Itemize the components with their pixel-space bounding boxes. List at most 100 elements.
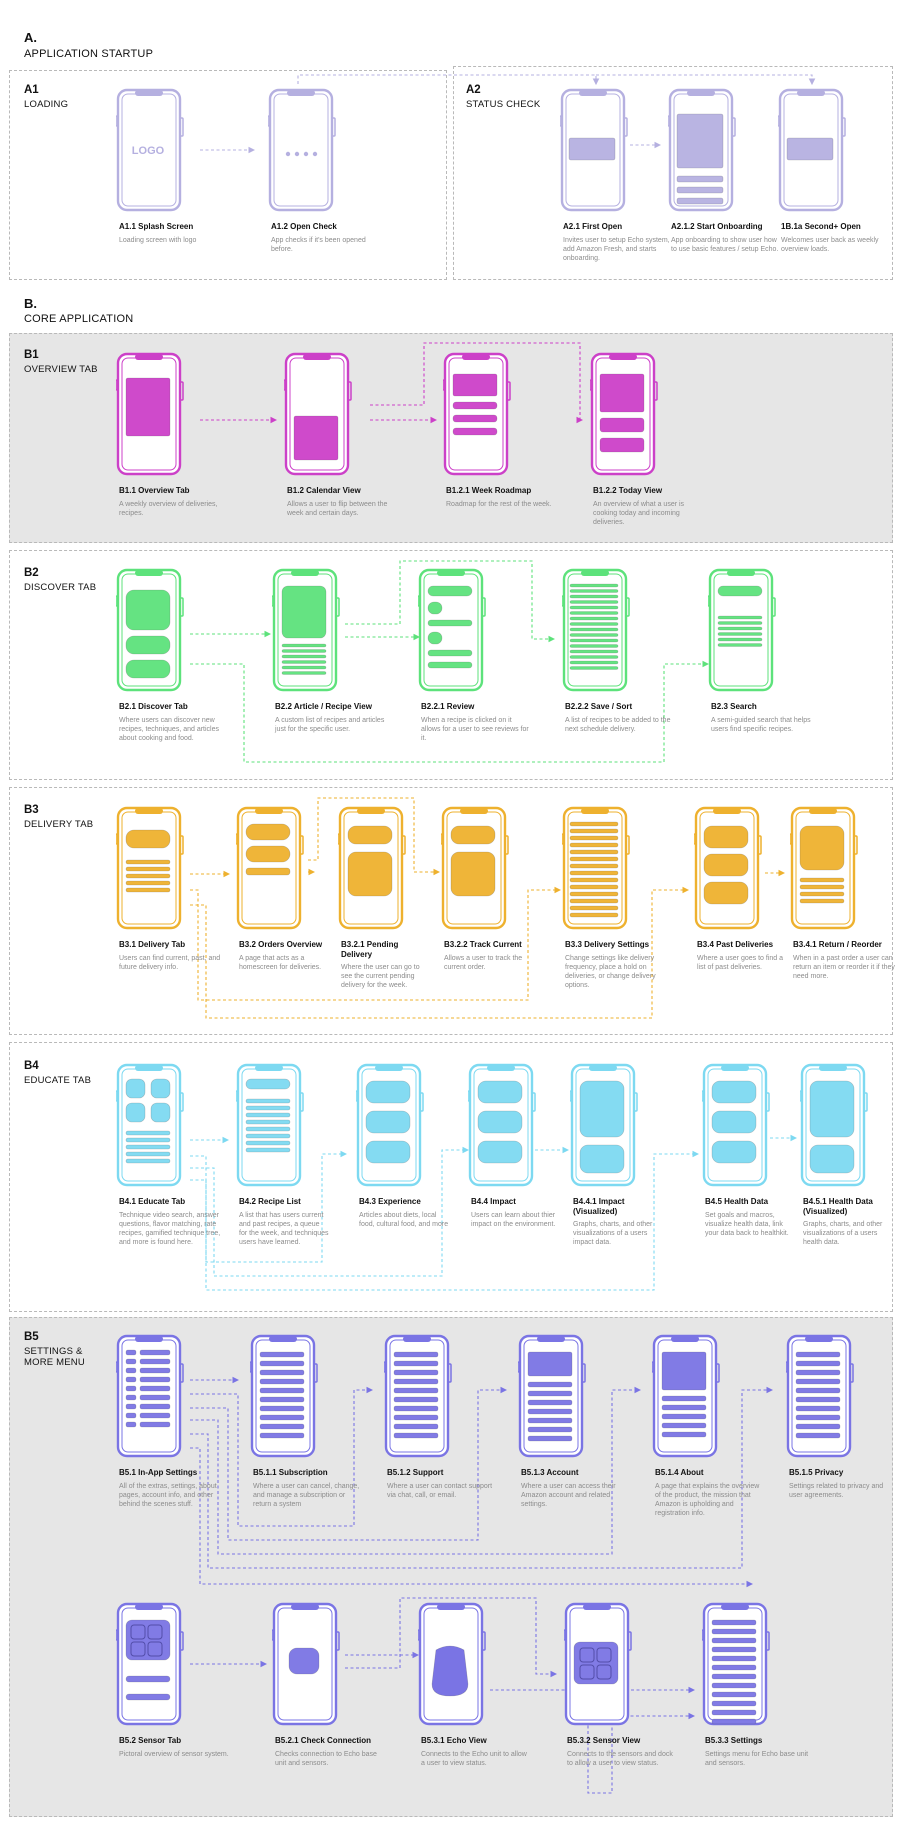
screen-b33[interactable] <box>561 806 630 935</box>
screen-b23[interactable] <box>707 568 776 697</box>
b511-phone-mockup <box>249 1334 318 1458</box>
screen-description: Where a user can cancel, change, and man… <box>253 1482 360 1508</box>
screen-b34[interactable] <box>693 806 762 935</box>
screen-b41[interactable] <box>115 1063 184 1192</box>
screen-description: Allows a user to track the current order… <box>444 954 523 971</box>
b12-phone-mockup <box>283 352 352 476</box>
screen-description: A list that has users current and past r… <box>239 1211 329 1246</box>
screen-b121[interactable] <box>442 352 511 481</box>
screen-b515[interactable] <box>785 1334 854 1463</box>
b441-phone-mockup <box>569 1063 638 1187</box>
screen-b11[interactable] <box>115 352 184 481</box>
screen-title: 1B.1a Second+ Open <box>781 222 861 231</box>
box-a2 <box>453 66 893 280</box>
screen-description: Where a user can access their Amazon acc… <box>521 1482 616 1508</box>
screen-description: A page that explains the overview of the… <box>655 1482 760 1517</box>
screen-title: B3.3 Delivery Settings <box>565 940 650 949</box>
box-b1-name: OVERVIEW TAB <box>24 364 98 375</box>
screen-b44[interactable] <box>467 1063 536 1192</box>
box-b5-id: B5 <box>24 1331 39 1343</box>
screen-description: Users can find current, past, and future… <box>119 954 221 971</box>
screen-title: B3.4.1 Return / Reorder <box>793 940 882 949</box>
b532-phone-mockup <box>563 1602 632 1726</box>
screen-b52[interactable] <box>115 1602 184 1731</box>
caption-b42: B4.2 Recipe List A list that has users cu… <box>239 1197 329 1247</box>
screen-title: B5.1.4 About <box>655 1468 704 1477</box>
screen-title: B3.4 Past Deliveries <box>697 940 774 949</box>
screen-title: B5.3.2 Sensor View <box>567 1736 641 1745</box>
screen-title: B4.5.1 Health Data (Visualized) <box>803 1197 873 1216</box>
screen-b12[interactable] <box>283 352 352 481</box>
screen-description: Articles about diets, local food, cultur… <box>359 1211 449 1228</box>
box-a1-name: LOADING <box>24 99 69 110</box>
screen-b512[interactable] <box>383 1334 452 1463</box>
box-b4-name: EDUCATE TAB <box>24 1075 92 1086</box>
b22-phone-mockup <box>271 568 340 692</box>
screen-b511[interactable] <box>249 1334 318 1463</box>
box-b2-name: DISCOVER TAB <box>24 582 97 593</box>
screen-b51[interactable] <box>115 1334 184 1463</box>
box-b2-id: B2 <box>24 567 39 579</box>
b515-phone-mockup <box>785 1334 854 1458</box>
screen-b43[interactable] <box>355 1063 424 1192</box>
screen-b22[interactable] <box>271 568 340 697</box>
screen-b513[interactable] <box>517 1334 586 1463</box>
screen-b531[interactable] <box>417 1602 486 1731</box>
screen-description: Roadmap for the rest of the week. <box>446 500 552 508</box>
caption-b441: B4.4.1 Impact (Visualized)Graphs, charts… <box>573 1197 663 1247</box>
screen-b32[interactable] <box>235 806 304 935</box>
screen-b341[interactable] <box>789 806 858 935</box>
screen-a1b[interactable] <box>777 88 846 217</box>
screen-title: B4.2 Recipe List <box>239 1197 301 1206</box>
b23-phone-mockup <box>707 568 776 692</box>
screen-a212[interactable] <box>667 88 736 217</box>
screen-b222[interactable] <box>561 568 630 697</box>
screen-description: An overview of what a user is cooking to… <box>593 500 685 526</box>
screen-b532[interactable] <box>563 1602 632 1731</box>
screen-b21[interactable] <box>115 568 184 697</box>
screen-b31[interactable] <box>115 806 184 935</box>
b321-phone-mockup <box>337 806 406 930</box>
screen-b451[interactable] <box>799 1063 868 1192</box>
screen-description: Allows a user to flip between the week a… <box>287 500 388 517</box>
screen-description: Settings related to privacy and user agr… <box>789 1482 884 1499</box>
screen-b122[interactable] <box>589 352 658 481</box>
screen-title: B1.2 Calendar View <box>287 486 361 495</box>
b51-phone-mockup <box>115 1334 184 1458</box>
screen-b322[interactable] <box>440 806 509 935</box>
screen-a12[interactable] <box>267 88 336 217</box>
screen-description: Users can learn about thier impact on th… <box>471 1211 556 1228</box>
screen-b42[interactable] <box>235 1063 304 1192</box>
screen-b221[interactable] <box>417 568 486 697</box>
screen-b321[interactable] <box>337 806 406 935</box>
screen-b441[interactable] <box>569 1063 638 1192</box>
screen-a11[interactable]: LOGO <box>115 88 184 217</box>
screen-b514[interactable] <box>651 1334 720 1463</box>
screen-a21[interactable] <box>559 88 628 217</box>
b11-phone-mockup <box>115 352 184 476</box>
section-a-letter: A. <box>24 30 37 45</box>
screen-title: B3.1 Delivery Tab <box>119 940 186 949</box>
box-b3-name: DELIVERY TAB <box>24 819 94 830</box>
screen-b45[interactable] <box>701 1063 770 1192</box>
screen-b533[interactable] <box>701 1602 770 1731</box>
screen-description: Connects to the sensors and dock to allo… <box>567 1750 673 1767</box>
screen-title: A2.1 First Open <box>563 222 623 231</box>
screen-b521[interactable] <box>271 1602 340 1731</box>
